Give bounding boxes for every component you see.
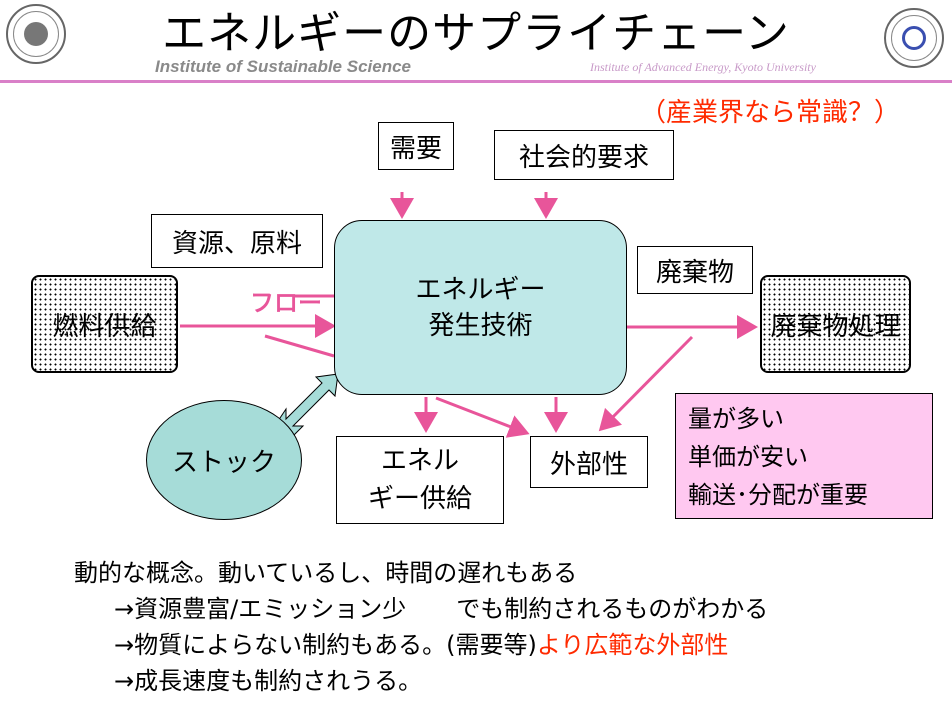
- bottom-line-2a: →資源豊富/エミッション少: [114, 595, 407, 623]
- energy-properties-box: 量が多い 単価が安い 輸送･分配が重要: [675, 393, 933, 519]
- flow-label: フロー: [250, 289, 322, 317]
- externality-box: 外部性: [530, 436, 648, 488]
- waste-to-externality-arrow: [598, 335, 694, 432]
- bottom-line-3: →物質によらない制約もある。(需要等)より広範な外部性: [114, 627, 728, 663]
- bottom-line-3a: →物質によらない制約もある。(需要等): [114, 631, 537, 659]
- institute-label: Institute of Sustainable Science: [155, 57, 412, 76]
- fuel-supply-label: 燃料供給: [52, 311, 157, 342]
- energy-supply-box: エネル ギー供給: [336, 436, 504, 524]
- resources-box: 資源、原料: [151, 214, 323, 268]
- waste-processing-label: 廃棄物処理: [770, 311, 901, 342]
- property-line: 輸送･分配が重要: [688, 481, 868, 509]
- institute-seal: [884, 8, 944, 68]
- waste-box: 廃棄物: [637, 246, 753, 294]
- property-line: 量が多い: [688, 405, 784, 433]
- diagonal-flow-line: [264, 334, 335, 358]
- waste-processing-box: 廃棄物処理: [760, 275, 911, 373]
- title-divider: [0, 80, 952, 83]
- energy-generation-box: エネルギー 発生技術: [334, 220, 627, 395]
- page-title: エネルギーのサプライチェーン: [162, 8, 790, 59]
- bottom-line-1: 動的な概念。動いているし、時間の遅れもある: [74, 559, 578, 587]
- property-line: 単価が安い: [688, 443, 808, 471]
- energy-supply-line1: エネル: [380, 446, 459, 476]
- fuel-supply-box: 燃料供給: [31, 275, 178, 373]
- stock-ellipse: ストック: [146, 400, 302, 520]
- energy-generation-line1: エネルギー: [415, 274, 546, 305]
- social-demand-box: 社会的要求: [494, 130, 674, 180]
- bottom-line-2b: でも制約されるものがわかる: [456, 595, 769, 623]
- externality-arrow-2: [435, 396, 530, 438]
- energy-generation-line2: 発生技術: [428, 310, 533, 341]
- bottom-line-3b: より広範な外部性: [536, 631, 729, 659]
- kyoto-university-seal: [6, 4, 66, 64]
- industry-note: （産業界なら常識？）: [640, 98, 901, 128]
- energy-supply-line2: ギー供給: [367, 484, 472, 514]
- institute-subtitle: Institute of Advanced Energy, Kyoto Univ…: [590, 60, 816, 74]
- demand-box: 需要: [378, 122, 454, 170]
- bottom-line-2: →資源豊富/エミッション少 でも制約されるものがわかる: [114, 591, 768, 627]
- bottom-line-4: →成長速度も制約されうる。: [114, 667, 423, 695]
